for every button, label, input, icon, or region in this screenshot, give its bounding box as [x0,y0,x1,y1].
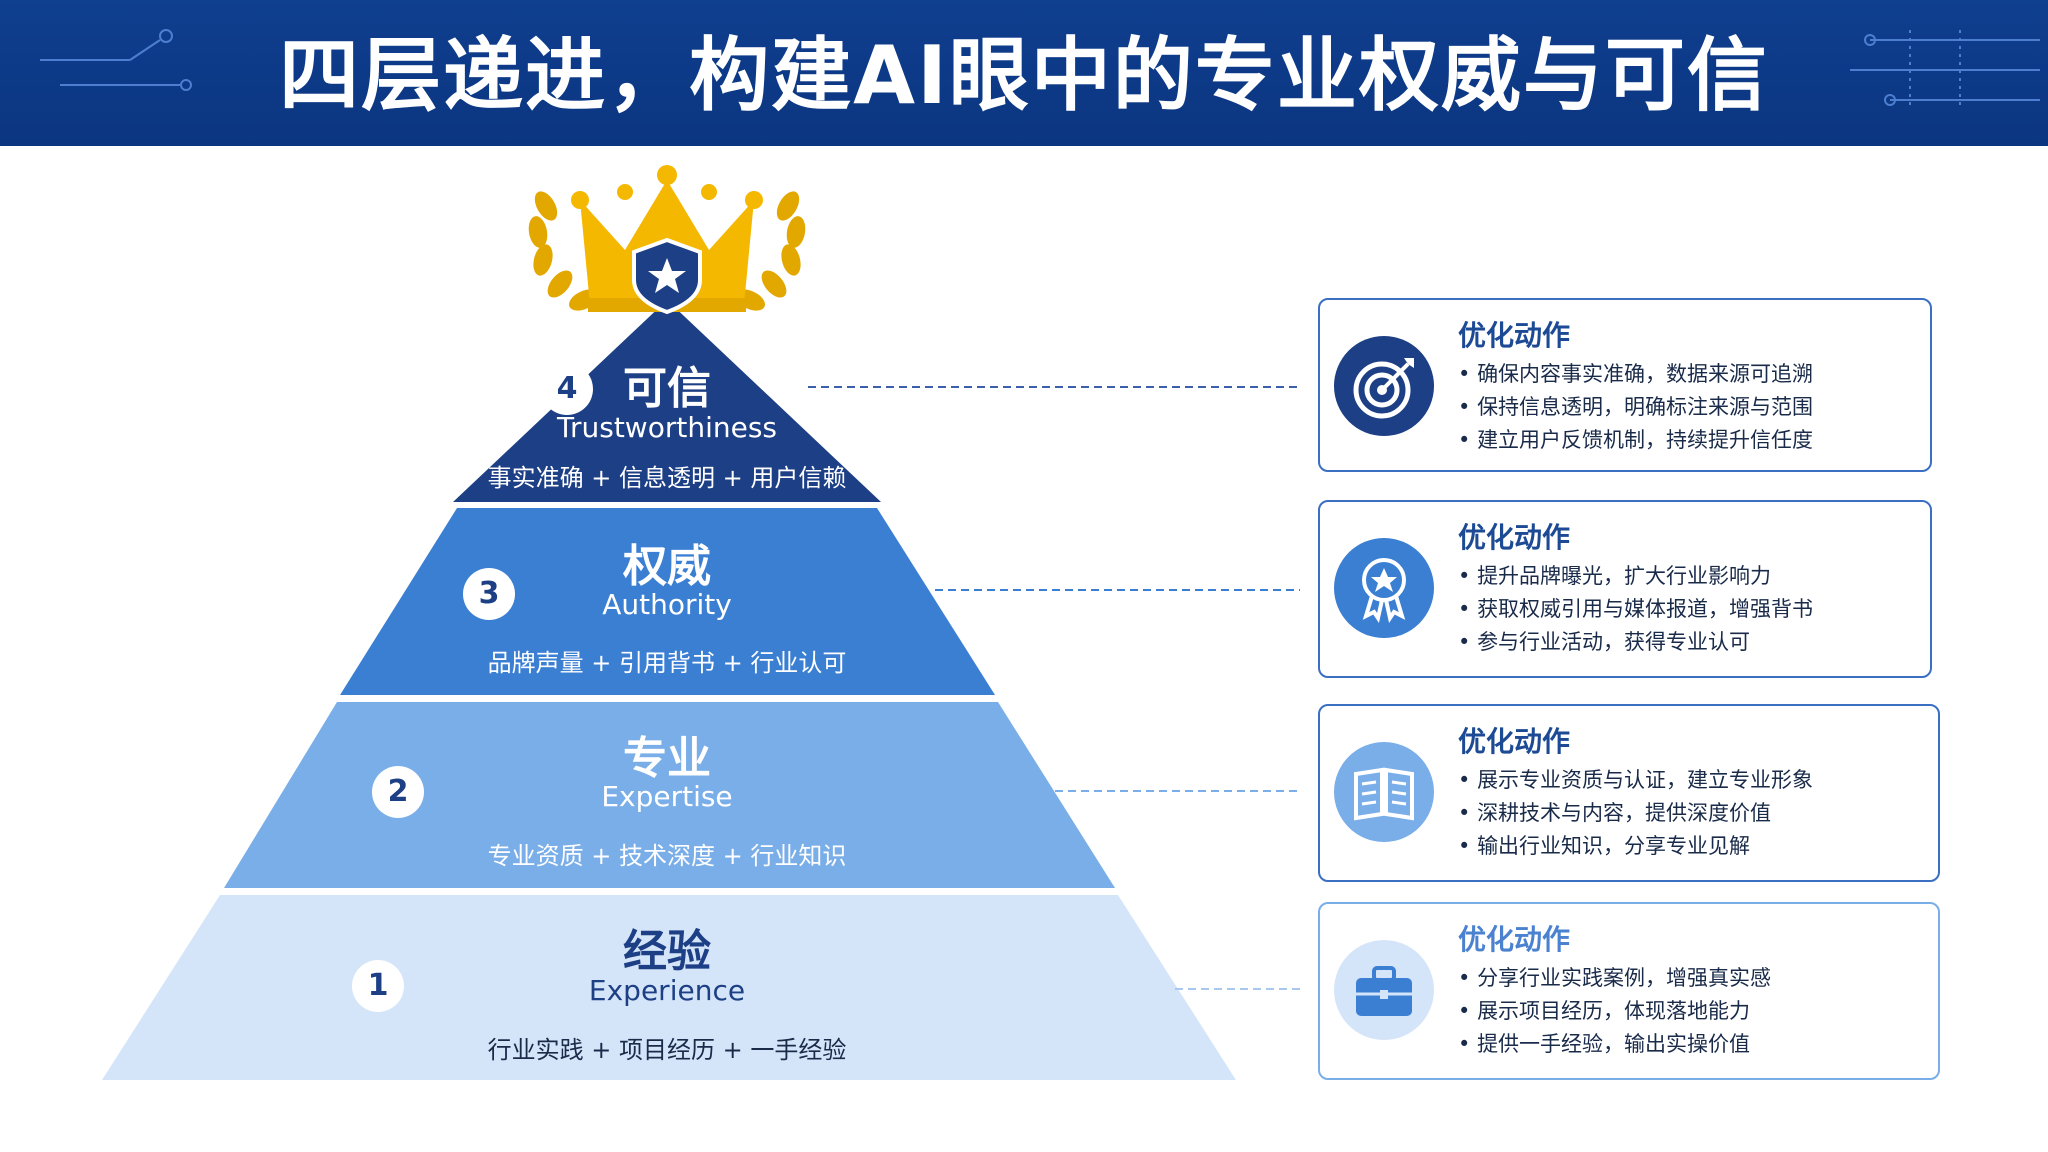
action-item: 展示项目经历，体现落地能力 [1458,995,1771,1028]
briefcase-icon [1334,940,1434,1040]
tier-1-shape [102,895,1236,1080]
action-item: 分享行业实践案例，增强真实感 [1458,962,1771,995]
card-title: 优化动作 [1458,725,1571,758]
tier-2-subtitle: Expertise [601,780,733,813]
award-ribbon-icon [1334,538,1434,638]
action-item: 保持信息透明，明确标注来源与范围 [1458,391,1813,424]
shield-star-icon [632,237,702,315]
action-card-authority: 优化动作 提升品牌曝光，扩大行业影响力 获取权威引用与媒体报道，增强背书 参与行… [1318,500,1932,678]
action-item: 提供一手经验，输出实操价值 [1458,1028,1771,1061]
action-item: 提升品牌曝光，扩大行业影响力 [1458,560,1813,593]
action-item: 展示专业资质与认证，建立专业形象 [1458,764,1813,797]
pyramid-graphic [102,165,1300,1080]
laurel-right [735,191,806,311]
tier-3-number: 3 [463,568,515,620]
action-item: 建立用户反馈机制，持续提升信任度 [1458,424,1813,457]
circuit-decoration-right [1850,30,2040,110]
tier-4-subtitle: Trustworthiness [556,411,777,444]
action-list: 确保内容事实准确，数据来源可追溯 保持信息透明，明确标注来源与范围 建立用户反馈… [1458,358,1813,457]
tier-1-title: 经验 [623,926,711,977]
book-icon [1334,742,1434,842]
page-title: 四层递进，构建AI眼中的专业权威与可信 [279,29,1769,122]
card-title: 优化动作 [1458,319,1571,352]
card-title: 优化动作 [1458,923,1571,956]
target-icon [1334,336,1434,436]
action-item: 参与行业活动，获得专业认可 [1458,626,1813,659]
header-banner: 四层递进，构建AI眼中的专业权威与可信 [0,0,2048,146]
action-item: 输出行业知识，分享专业见解 [1458,830,1813,863]
tier-4-number: 4 [541,363,593,415]
tier-3-subtitle: Authority [602,588,732,621]
tier-2-keywords: 专业资质 + 技术深度 + 行业知识 [487,842,847,870]
action-list: 分享行业实践案例，增强真实感 展示项目经历，体现落地能力 提供一手经验，输出实操… [1458,962,1771,1061]
tier-3-keywords: 品牌声量 + 引用背书 + 行业认可 [487,649,847,677]
action-list: 提升品牌曝光，扩大行业影响力 获取权威引用与媒体报道，增强背书 参与行业活动，获… [1458,560,1813,659]
action-card-experience: 优化动作 分享行业实践案例，增强真实感 展示项目经历，体现落地能力 提供一手经验… [1318,902,1940,1080]
tier-2-shape [224,702,1115,888]
tier-4-keywords: 事实准确 + 信息透明 + 用户信赖 [487,464,847,492]
card-title: 优化动作 [1458,521,1571,554]
tier-3-shape [340,508,995,695]
tier-3-title: 权威 [623,541,711,592]
action-card-expertise: 优化动作 展示专业资质与认证，建立专业形象 深耕技术与内容，提供深度价值 输出行… [1318,704,1940,882]
tier-1-subtitle: Experience [588,974,746,1007]
tier-2-title: 专业 [623,733,711,784]
action-item: 确保内容事实准确，数据来源可追溯 [1458,358,1813,391]
tier-4-title: 可信 [623,363,711,414]
action-item: 深耕技术与内容，提供深度价值 [1458,797,1813,830]
tier-2-number: 2 [372,766,424,818]
tier-1-number: 1 [352,960,404,1012]
circuit-decoration-left [40,29,192,91]
action-card-trustworthiness: 优化动作 确保内容事实准确，数据来源可追溯 保持信息透明，明确标注来源与范围 建… [1318,298,1932,472]
action-item: 获取权威引用与媒体报道，增强背书 [1458,593,1813,626]
action-list: 展示专业资质与认证，建立专业形象 深耕技术与内容，提供深度价值 输出行业知识，分… [1458,764,1813,863]
tier-4-shape [453,300,881,502]
tier-1-keywords: 行业实践 + 项目经历 + 一手经验 [487,1036,847,1064]
